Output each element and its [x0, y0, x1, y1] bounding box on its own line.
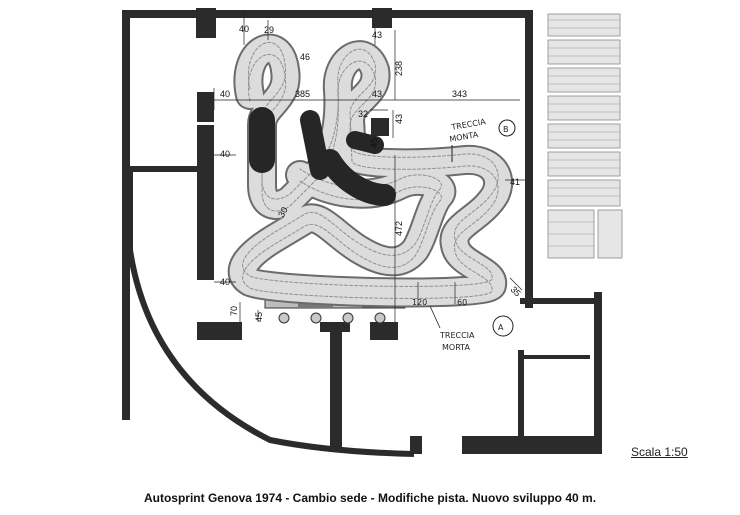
dim-343: 343 [452, 89, 467, 99]
figure-caption: Autosprint Genova 1974 - Cambio sede - M… [143, 491, 597, 505]
curved-outer-wall [127, 172, 415, 457]
building-walls [122, 8, 602, 454]
dim-43-right: 43 [394, 114, 404, 124]
treccia-b-line2: MONTA [449, 130, 480, 144]
dim-472: 472 [394, 221, 404, 236]
treccia-b-line1: TRECCIA [450, 117, 487, 132]
dim-60: 60 [457, 298, 467, 307]
dimension-labels: 40 29 43 238 46 40 385 43 343 32 43 40 4… [220, 24, 523, 322]
grandstand-rows [548, 19, 620, 247]
dim-35: 35 [509, 284, 523, 298]
slot-track [227, 33, 514, 308]
annotation-a: TRECCIA MORTA A [429, 305, 514, 352]
dim-46: 46 [300, 52, 310, 62]
dim-385: 385 [295, 89, 310, 99]
dimension-lines [213, 12, 525, 322]
dim-41: 41 [510, 177, 520, 187]
scale-label: Scala 1:50 [631, 445, 688, 459]
dim-40-mid: 40 [220, 149, 230, 159]
dim-120: 120 [412, 298, 427, 307]
grandstand [547, 13, 623, 259]
dim-45: 45 [369, 138, 379, 148]
dim-238: 238 [394, 61, 404, 76]
dim-43-top: 43 [372, 30, 382, 40]
dim-29: 29 [264, 25, 274, 35]
dim-40-low: 40 [220, 277, 230, 287]
treccia-a-line1: TRECCIA [439, 331, 475, 340]
point-b-label: B [503, 125, 509, 134]
dim-70: 70 [229, 306, 239, 316]
dim-40-top: 40 [239, 24, 249, 34]
dim-40-left: 40 [220, 89, 230, 99]
dim-43-mid: 43 [372, 89, 382, 99]
dim-45-low: 45 [254, 312, 264, 322]
marshal-seats [278, 312, 386, 324]
curved-wall [126, 420, 410, 448]
dim-32: 32 [358, 109, 368, 119]
dim-30: 30 [276, 205, 290, 219]
point-a-label: A [498, 323, 504, 332]
treccia-a-line2: MORTA [442, 343, 470, 352]
